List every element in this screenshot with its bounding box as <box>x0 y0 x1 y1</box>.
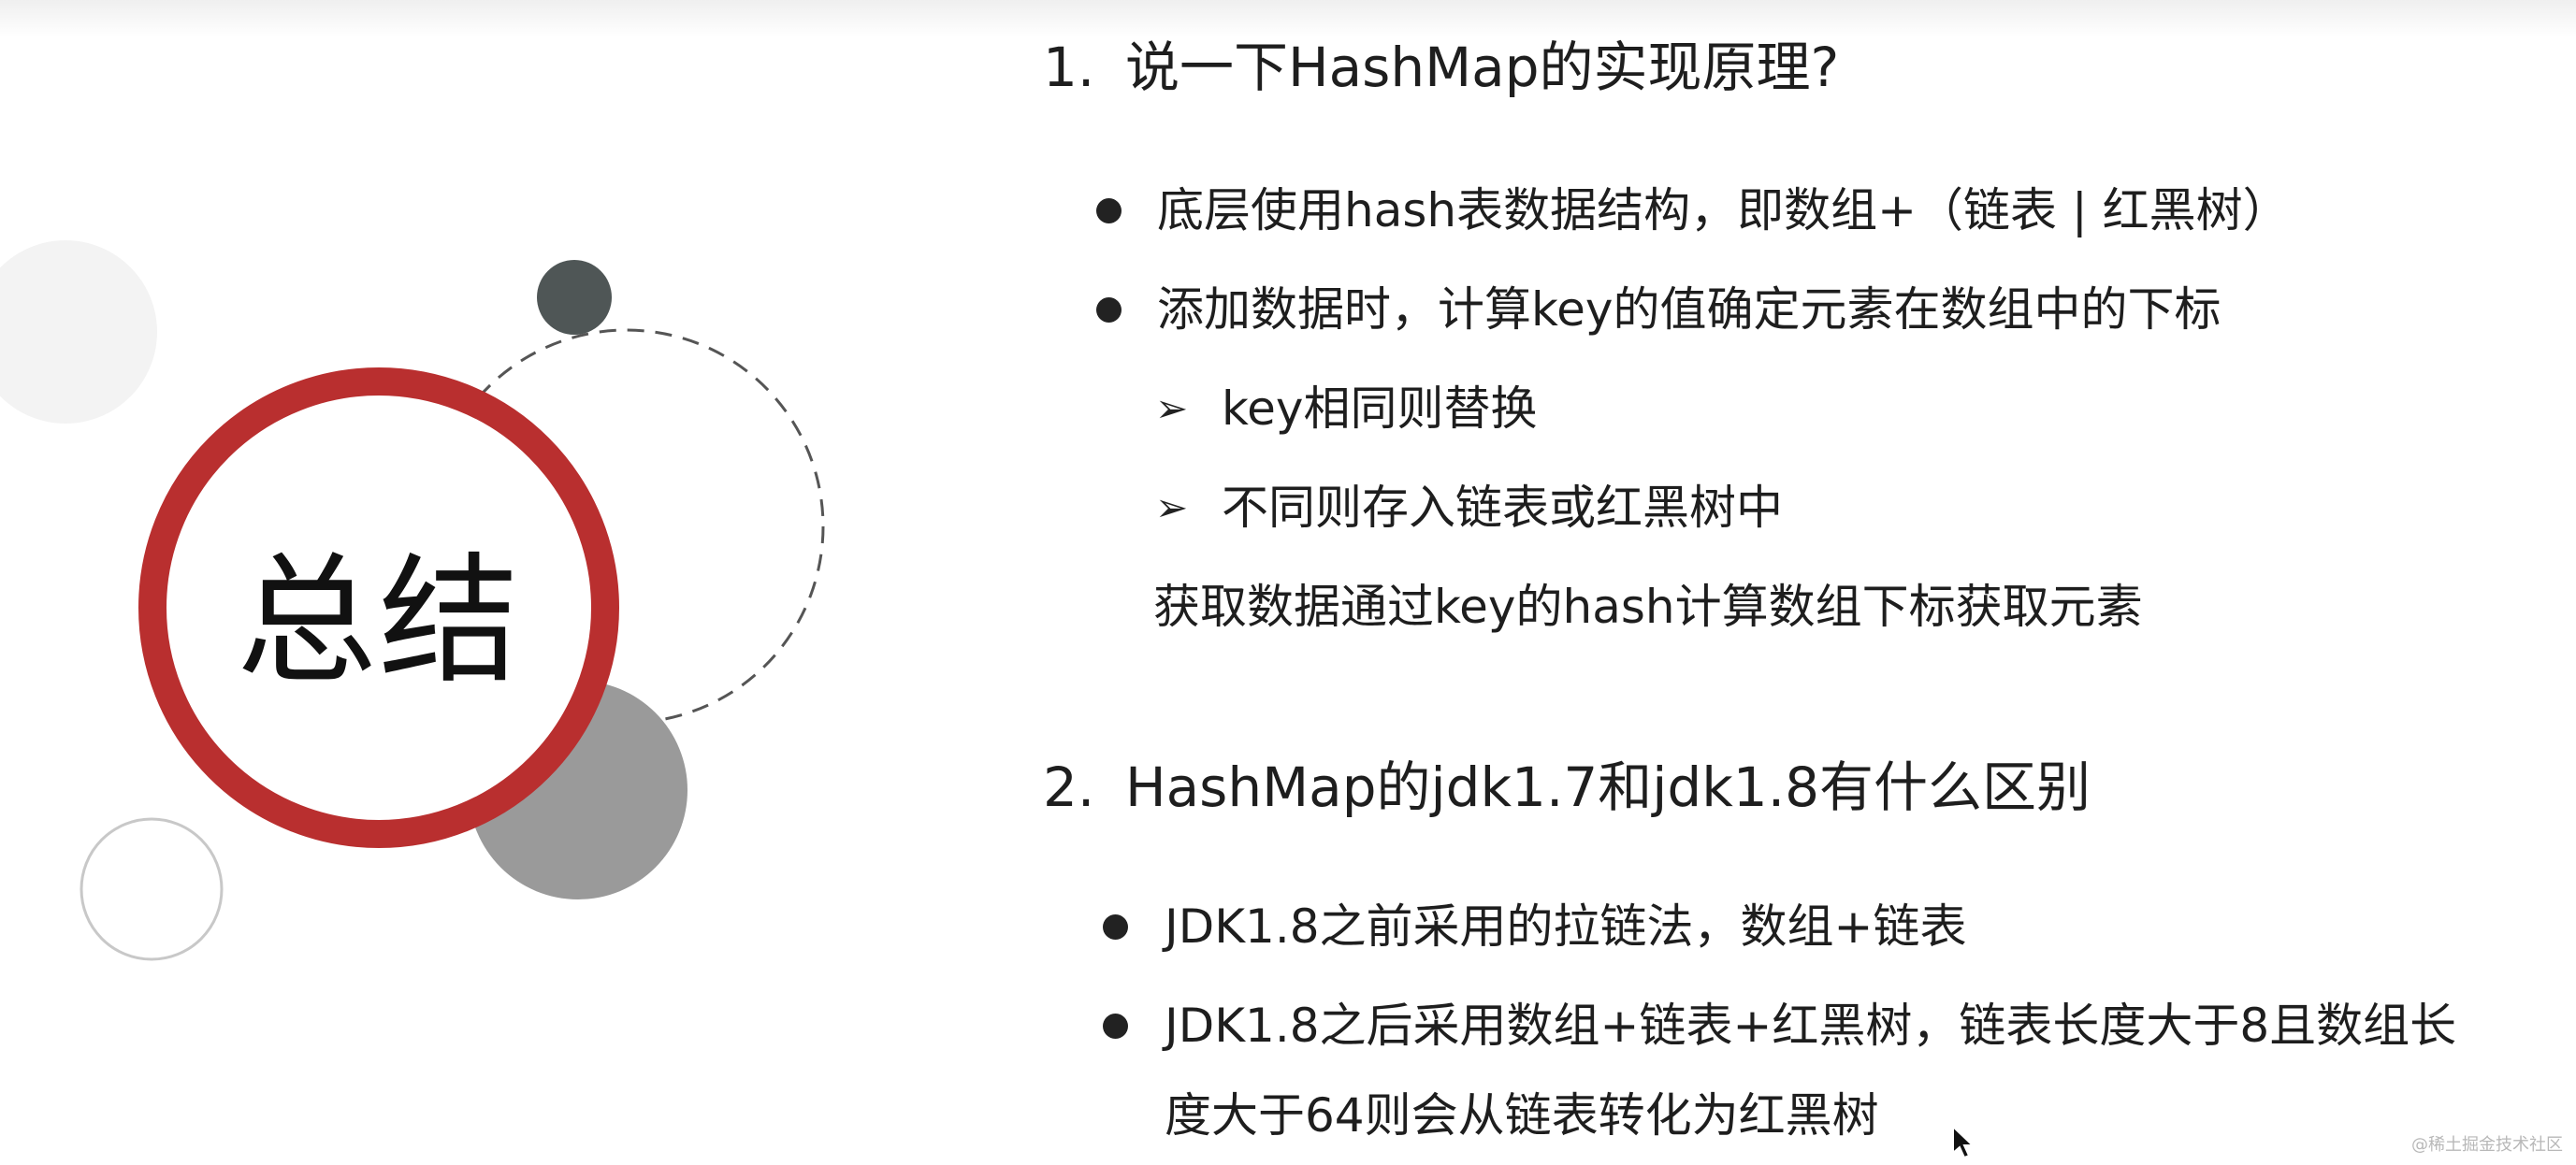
pale-circle <box>0 240 157 424</box>
q1-subitem-1: key相同则替换 <box>1222 381 1538 436</box>
bullet-dot <box>1103 914 1128 940</box>
dashed-circle <box>428 328 825 725</box>
mouse-cursor-icon <box>1952 1125 1975 1159</box>
bullet-dot <box>1103 1014 1128 1039</box>
bullet-dot <box>1096 198 1122 223</box>
watermark: @稀土掘金技术社区 <box>2411 1135 2563 1155</box>
question-2-title: HashMap的jdk1.7和jdk1.8有什么区别 <box>1125 755 2091 819</box>
bullet-dot <box>1096 297 1122 323</box>
q1-bullet-2: 添加数据时，计算key的值确定元素在数组中的下标 <box>1157 282 2221 337</box>
q1-note: 获取数据通过key的hash计算数组下标获取元素 <box>1153 580 2143 634</box>
q2-bullet-2-continued: 度大于64则会从链表转化为红黑树 <box>1165 1088 1879 1143</box>
arrow-bullet-icon: ➢ <box>1155 484 1189 530</box>
decorative-circles <box>0 240 825 961</box>
question-2-heading: 2. HashMap的jdk1.7和jdk1.8有什么区别 <box>1043 755 2091 820</box>
question-1-heading: 1. 说一下HashMap的实现原理? <box>1043 35 1839 100</box>
q2-bullet-1: JDK1.8之前采用的拉链法，数组+链表 <box>1165 899 1967 954</box>
summary-title: 总结 <box>236 540 521 703</box>
dark-small-circle <box>537 260 612 335</box>
q2-bullet-2: JDK1.8之后采用数组+链表+红黑树，链表长度大于8且数组长 <box>1165 999 2457 1053</box>
question-1-number: 1. <box>1043 36 1095 99</box>
q1-bullet-1: 底层使用hash表数据结构，即数组+（链表 | 红黑树） <box>1157 183 2290 237</box>
arrow-bullet-icon: ➢ <box>1155 385 1189 431</box>
outline-small-circle <box>80 817 224 961</box>
q1-subitem-2: 不同则存入链表或红黑树中 <box>1222 481 1783 535</box>
red-ring <box>138 367 619 848</box>
question-2-number: 2. <box>1043 755 1095 819</box>
question-1-title: 说一下HashMap的实现原理? <box>1125 36 1840 99</box>
top-shade <box>0 0 2576 37</box>
